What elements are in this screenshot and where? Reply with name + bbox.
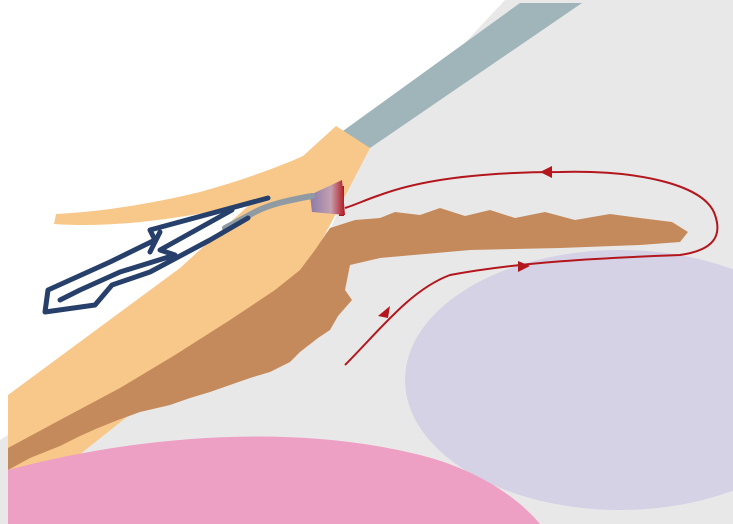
eye-anatomy-diagram bbox=[0, 0, 733, 524]
